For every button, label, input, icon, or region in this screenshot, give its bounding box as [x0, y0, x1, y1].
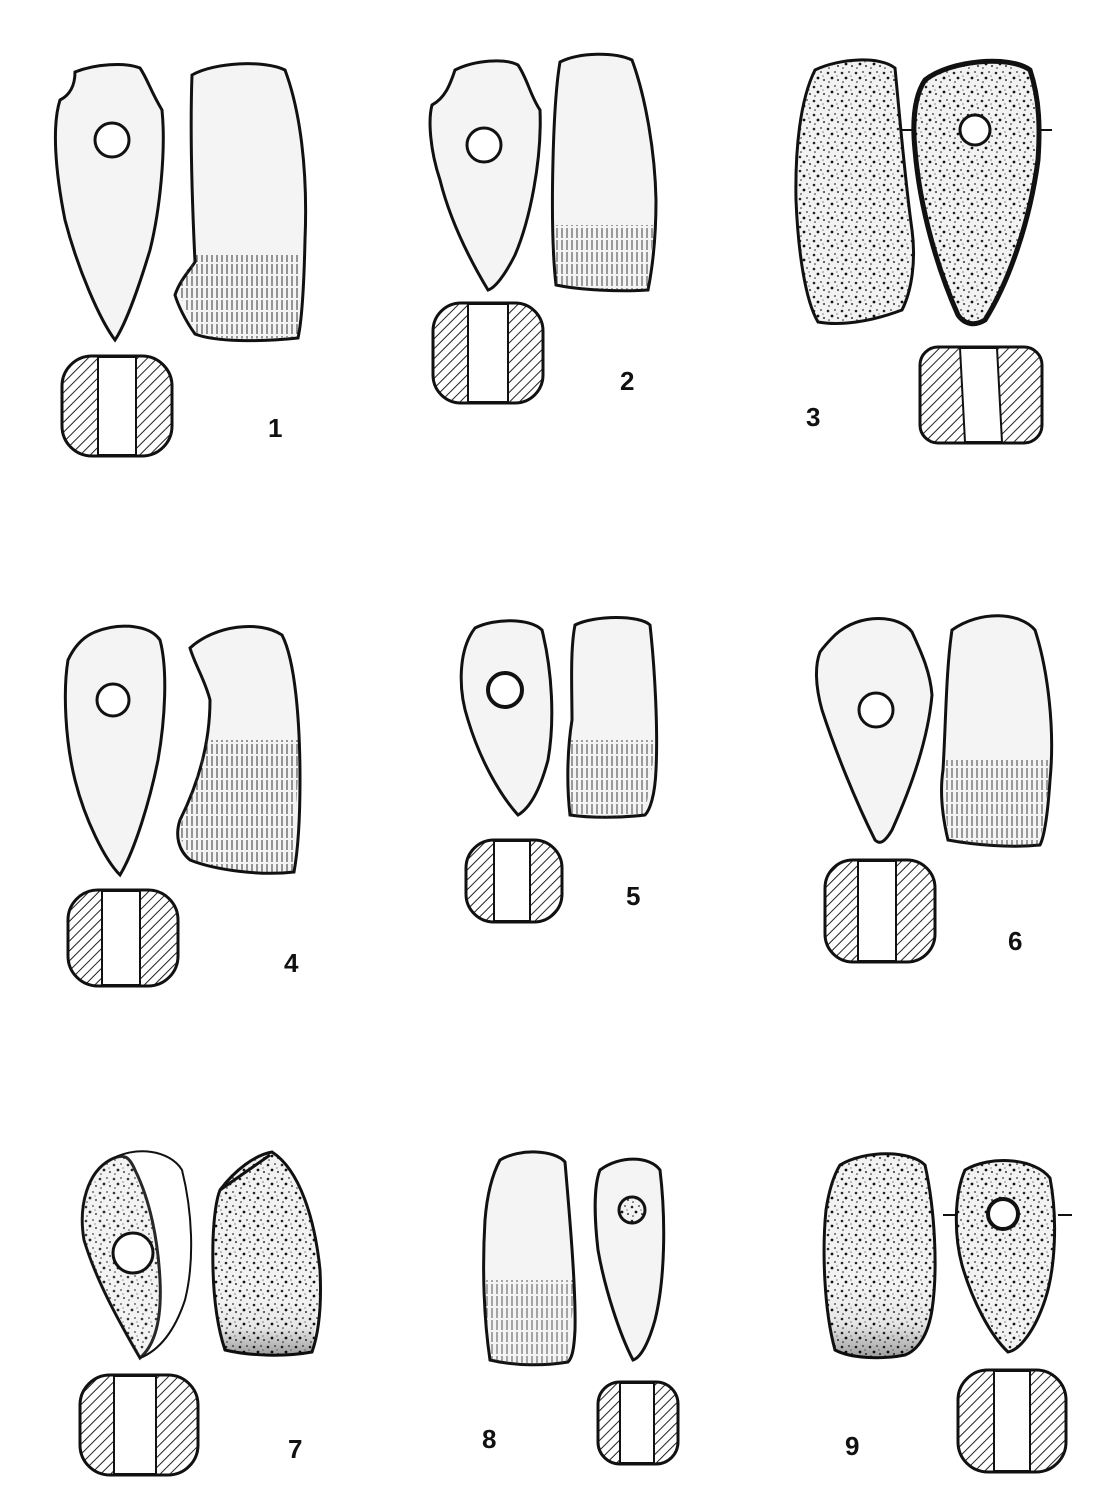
artifact-9: 9 [822, 1152, 1072, 1474]
figure-number-2: 2 [620, 366, 634, 396]
artifact-2: 2 [428, 52, 658, 405]
artifact-9-shaft-hole [986, 1197, 1020, 1231]
artifact-5-front-view [459, 619, 554, 817]
artifact-3-side-view [794, 58, 915, 325]
artifact-2-front-view [428, 59, 542, 292]
figure-number-5: 5 [626, 881, 640, 911]
artifact-6-front-view [815, 617, 934, 844]
artifact-8-shaft-hole [617, 1195, 647, 1225]
artifact-3-front-view [911, 58, 1042, 327]
artifact-8-front-view [593, 1157, 666, 1362]
artifact-6-shaft-hole [857, 691, 895, 729]
figure-number-8: 8 [482, 1424, 496, 1454]
artifact-6: 6 [815, 614, 1054, 964]
artifact-9-front-view [954, 1159, 1057, 1354]
figure-number-4: 4 [284, 948, 299, 978]
figure-number-3: 3 [806, 402, 820, 432]
artifact-2-shaft-hole [465, 126, 503, 164]
artifact-4-shaft-hole [95, 682, 131, 718]
figure-number-9: 9 [845, 1431, 859, 1461]
artifact-5: 5 [459, 616, 659, 924]
artifact-8: 8 [482, 1150, 680, 1466]
figure-number-1: 1 [268, 413, 282, 443]
artifact-3: 3 [794, 58, 1052, 445]
artifact-7-shaft-hole [111, 1231, 155, 1275]
figure-number-7: 7 [288, 1434, 302, 1464]
artifact-5-shaft-hole [486, 671, 524, 709]
artifact-7: 7 [78, 1150, 323, 1477]
artifact-1-shaft-hole [93, 121, 131, 159]
artifact-4-front-view [63, 624, 167, 878]
artifact-1-front-view [53, 63, 165, 343]
artifact-3-shaft-hole [958, 113, 992, 147]
figure-number-6: 6 [1008, 926, 1022, 956]
artifact-1: 1 [53, 62, 308, 458]
artifact-4: 4 [63, 624, 302, 988]
